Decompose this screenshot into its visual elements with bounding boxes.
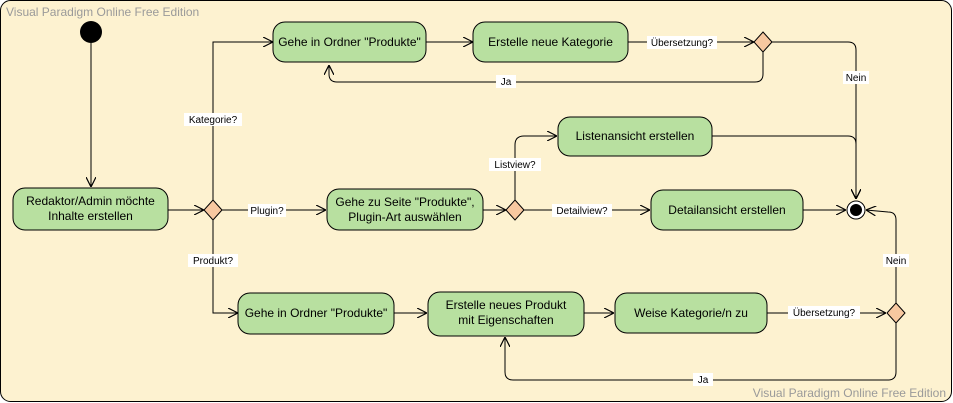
decision-translation-top	[753, 31, 773, 53]
decision-view-type	[505, 199, 525, 221]
decision-content-type	[203, 199, 223, 221]
watermark-bottom-right: Visual Paradigm Online Free Edition	[753, 386, 946, 400]
activity-assign-category: Weise Kategorie/n zu	[614, 292, 768, 334]
guard-kategorie-label: Kategorie?	[189, 115, 238, 126]
activity-goto-products-bottom: Gehe in Ordner "Produkte"	[237, 292, 395, 335]
guard-produkt: Produkt?	[188, 254, 238, 267]
guard-plugin: Plugin?	[248, 204, 286, 217]
activity-goto-page-products-line-2: Plugin-Art auswählen	[348, 210, 461, 224]
guard-nein-bottom-label: Nein	[886, 256, 907, 267]
edge-ja-top	[329, 52, 764, 83]
guard-uebersetzung-top: Übersetzung?	[647, 36, 717, 49]
edge-kategorie	[212, 42, 273, 200]
guard-uebersetzung-bottom-label: Übersetzung?	[793, 307, 856, 319]
guard-kategorie: Kategorie?	[184, 113, 242, 126]
edge-listview	[514, 136, 557, 200]
final-node	[846, 200, 866, 220]
activity-goto-page-products: Gehe zu Seite "Produkte", Plugin-Art aus…	[326, 188, 484, 231]
activity-detail-view: Detailansicht erstellen	[650, 189, 804, 231]
activity-start-line-1: Redaktor/Admin möchte	[26, 194, 155, 208]
guard-nein-top: Nein	[843, 71, 869, 84]
activity-create-product-line-1: Erstelle neues Produkt	[446, 298, 567, 312]
activity-detail-view-label: Detailansicht erstellen	[668, 203, 785, 217]
guard-ja-top: Ja	[496, 75, 516, 88]
guard-nein-top-label: Nein	[846, 73, 867, 84]
activity-goto-page-products-line-1: Gehe zu Seite "Produkte",	[335, 195, 474, 209]
initial-node	[80, 21, 102, 43]
activity-create-category: Erstelle neue Kategorie	[472, 21, 629, 63]
guard-detailview: Detailview?	[552, 204, 612, 217]
guard-plugin-label: Plugin?	[250, 206, 284, 217]
activity-create-category-label: Erstelle neue Kategorie	[488, 35, 613, 49]
guard-nein-bottom: Nein	[883, 254, 909, 267]
activity-list-view: Listenansicht erstellen	[557, 116, 713, 157]
guard-uebersetzung-top-label: Übersetzung?	[651, 37, 714, 49]
guard-listview-label: Listview?	[494, 160, 536, 171]
guard-uebersetzung-bottom: Übersetzung?	[788, 306, 860, 319]
guard-ja-top-label: Ja	[501, 77, 512, 88]
activity-start: Redaktor/Admin möchte Inhalte erstellen	[12, 187, 169, 231]
edge-nein-top	[772, 41, 856, 199]
activity-goto-products-bottom-label: Gehe in Ordner "Produkte"	[245, 306, 388, 320]
guard-ja-bottom: Ja	[693, 373, 713, 386]
activity-list-view-label: Listenansicht erstellen	[576, 129, 695, 143]
guard-produkt-label: Produkt?	[193, 256, 233, 267]
activity-goto-products-top: Gehe in Ordner "Produkte"	[272, 21, 427, 63]
activity-create-product-line-2: mit Eigenschaften	[458, 313, 553, 327]
edge-produkt	[212, 220, 238, 313]
edge-nein-bottom	[866, 210, 897, 303]
activity-assign-category-label: Weise Kategorie/n zu	[634, 306, 748, 320]
activity-start-line-2: Inhalte erstellen	[48, 209, 133, 223]
guard-listview: Listview?	[489, 158, 541, 171]
edge-list-to-final	[712, 135, 856, 199]
watermark-top-left: Visual Paradigm Online Free Edition	[6, 5, 199, 19]
decision-translation-bottom	[886, 302, 906, 324]
activity-goto-products-top-label: Gehe in Ordner "Produkte"	[278, 35, 421, 49]
guard-detailview-label: Detailview?	[556, 206, 608, 217]
guard-ja-bottom-label: Ja	[698, 375, 709, 386]
activity-create-product: Erstelle neues Produkt mit Eigenschaften	[427, 291, 585, 337]
